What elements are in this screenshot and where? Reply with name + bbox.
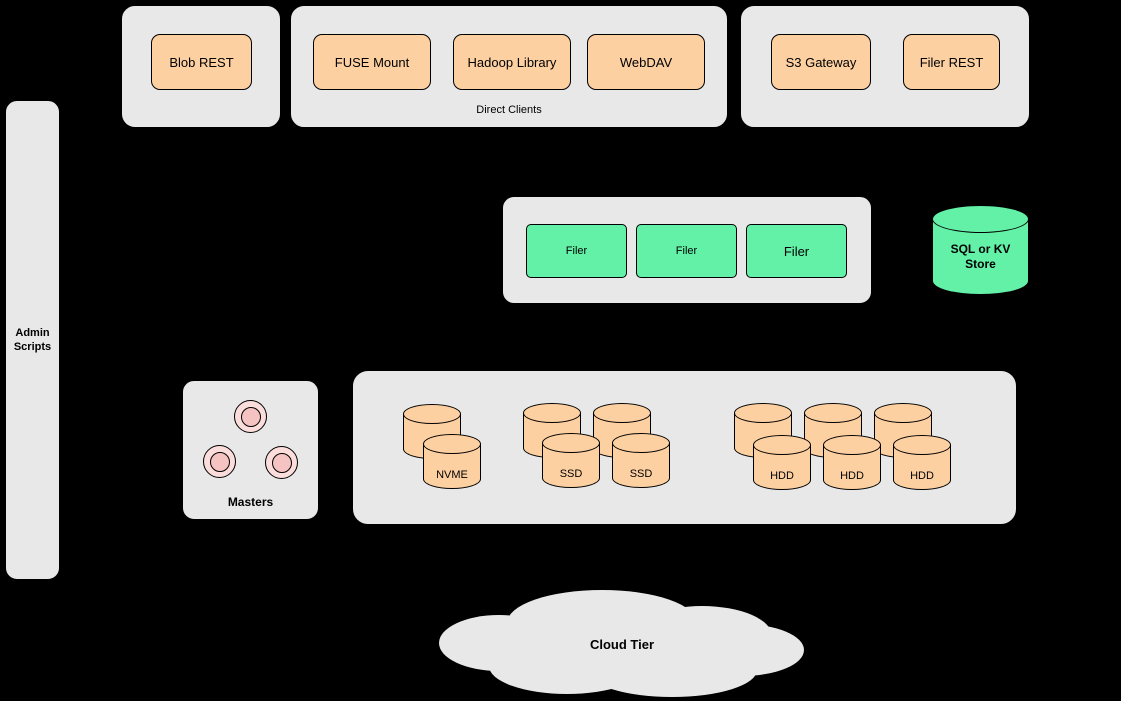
cylinder-top	[542, 433, 600, 453]
cylinder-label: SSD	[629, 468, 653, 480]
cylinder-top	[804, 403, 862, 423]
sql-kv-store-cylinder: SQL or KV Store	[932, 205, 1029, 295]
cylinder-top	[734, 403, 792, 423]
nvme-disk-cylinder: NVME	[423, 434, 481, 489]
cylinder-label: SSD	[559, 468, 583, 480]
volume-servers-group: NVME SSD SSD	[352, 370, 1017, 525]
admin-scripts-panel: Admin Scripts	[5, 100, 60, 580]
masters-group: Masters	[182, 380, 319, 520]
cylinder-top	[893, 435, 951, 455]
master-node-circle	[203, 445, 236, 478]
node-fuse-mount: FUSE Mount	[313, 34, 431, 90]
cylinder-top	[612, 433, 670, 453]
cylinder-top	[593, 403, 651, 423]
gateway-group: S3 Gateway Filer REST	[740, 5, 1030, 128]
hdd-disk-cylinder: HDD	[893, 435, 951, 490]
node-filer-2: Filer	[636, 224, 737, 278]
cloud-shape	[439, 590, 804, 697]
cylinder-top	[753, 435, 811, 455]
cylinder-top	[523, 403, 581, 423]
node-webdav: WebDAV	[587, 34, 705, 90]
cylinder-label: HDD	[840, 470, 864, 482]
node-filer-1: Filer	[526, 224, 627, 278]
cylinder-label: HDD	[910, 470, 934, 482]
node-filer-rest: Filer REST	[903, 34, 1000, 90]
ssd-disk-cylinder: SSD	[612, 433, 670, 488]
node-filer-3: Filer	[746, 224, 847, 278]
node-blob-rest: Blob REST	[151, 34, 252, 90]
master-node-circle	[234, 400, 267, 433]
direct-clients-caption: Direct Clients	[476, 104, 542, 116]
masters-caption: Masters	[227, 495, 274, 509]
cylinder-top	[423, 434, 481, 454]
cloud-tier-label: Cloud Tier	[589, 636, 655, 652]
hdd-disk-cylinder: HDD	[753, 435, 811, 490]
node-hadoop-library: Hadoop Library	[453, 34, 571, 90]
blob-client-group: Blob REST	[121, 5, 281, 128]
node-s3-gateway: S3 Gateway	[771, 34, 871, 90]
hdd-disk-cylinder: HDD	[823, 435, 881, 490]
cylinder-label: HDD	[770, 470, 794, 482]
cylinder-top	[874, 403, 932, 423]
cylinder-top	[823, 435, 881, 455]
master-node-circle	[265, 446, 298, 479]
cylinder-top	[403, 404, 461, 424]
filer-group: Filer Filer Filer	[502, 196, 872, 304]
ssd-disk-cylinder: SSD	[542, 433, 600, 488]
admin-scripts-label: Admin Scripts	[13, 326, 52, 353]
cylinder-label: NVME	[436, 469, 468, 481]
cylinder-top	[932, 205, 1029, 233]
sql-kv-store-label: SQL or KV Store	[950, 242, 1011, 271]
direct-clients-group: FUSE Mount Hadoop Library WebDAV Direct …	[290, 5, 728, 128]
